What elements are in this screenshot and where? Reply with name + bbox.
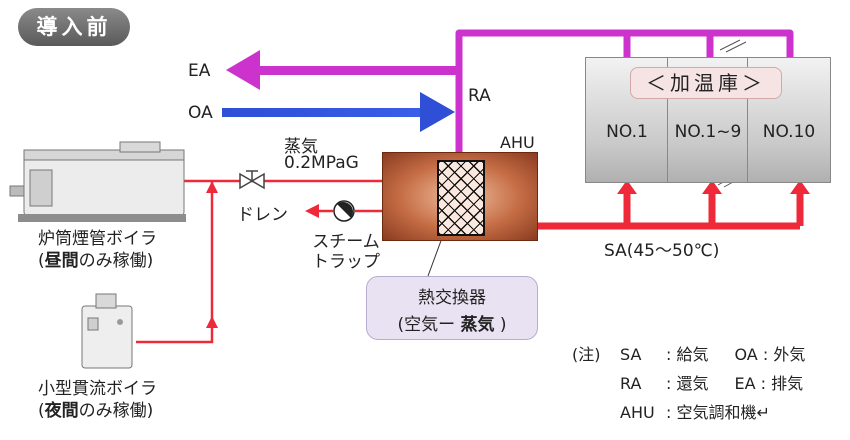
ra-label: RA (468, 86, 491, 106)
note-ra-key: RA (620, 374, 642, 393)
hx-label-line1: 熱交換器 (418, 288, 486, 308)
note-ahu-value: 空気調和機↵ (676, 403, 770, 422)
hx-prefix: (空気ー (397, 315, 461, 335)
room-label-no1: NO.1 (606, 122, 648, 142)
note-sa-value: 給気 (676, 345, 709, 364)
once-through-boiler-icon (81, 293, 133, 369)
ra-line (455, 29, 794, 175)
heat-exchanger-coil (437, 160, 485, 236)
steam-trap-line2: トラップ (312, 252, 380, 272)
oa-label: OA (188, 103, 213, 123)
note-ea-value: 排気 (771, 374, 804, 393)
steam-trap-line1: スチーム (312, 232, 380, 252)
title-badge: 導入前 (18, 8, 130, 46)
boiler2-bold: 夜間 (44, 401, 79, 421)
boiler1-paren: ( (38, 251, 45, 271)
boiler2-paren: ( (38, 401, 45, 421)
steam-trap-icon (333, 200, 355, 222)
note-row3: AHU: 空気調和機↵ (620, 403, 770, 422)
pressure-label: 0.2MPaG (284, 153, 359, 173)
ahu-label: AHU (500, 133, 535, 152)
boiler2-schedule: (夜間のみ稼働) (38, 400, 157, 422)
boiler1-name: 炉筒煙管ボイラ (38, 229, 157, 249)
ea-label: EA (188, 61, 211, 81)
note-ea-key: EA (734, 374, 756, 393)
room-label-no10: NO.10 (762, 122, 816, 142)
boiler2-name: 小型貫流ボイラ (38, 379, 157, 399)
hx-label-line2: (空気ー 蒸気 ) (367, 310, 537, 335)
once-through-boiler-label: 小型貫流ボイラ (夜間のみ稼働) (38, 378, 157, 422)
oa-arrow (222, 92, 455, 132)
flue-tube-boiler-label: 炉筒煙管ボイラ (昼間のみ稼働) (38, 228, 157, 272)
note-ahu-key: AHU (620, 403, 655, 422)
valve-icon (239, 170, 265, 190)
heat-exchanger-label: 熱交換器 (空気ー 蒸気 ) (366, 276, 538, 340)
warming-room-title: ＜加温庫＞ (630, 67, 782, 99)
boiler1-schedule: (昼間のみ稼働) (38, 250, 157, 272)
hx-bold: 蒸気 (460, 315, 495, 335)
sa-label: SA(45〜50℃) (604, 241, 720, 261)
note-oa-key: OA (734, 345, 758, 364)
boiler1-rest: のみ稼働) (78, 251, 154, 271)
ea-arrow (226, 50, 459, 90)
note-oa-value: 外気 (773, 345, 806, 364)
flue-tube-boiler-icon (9, 141, 186, 222)
note-ra-value: 還気 (676, 374, 709, 393)
boiler1-bold: 昼間 (44, 251, 79, 271)
steam-trap-label: スチーム トラップ (312, 232, 380, 272)
notes-prefix: (注) (572, 345, 601, 364)
steam-label: 蒸気 (284, 137, 318, 157)
room-label-no1-9: NO.1~9 (674, 122, 742, 142)
hx-suffix: ) (494, 315, 507, 335)
note-sa-key: SA (620, 345, 642, 364)
boiler2-rest: のみ稼働) (78, 401, 154, 421)
drain-label: ドレン (237, 205, 288, 225)
